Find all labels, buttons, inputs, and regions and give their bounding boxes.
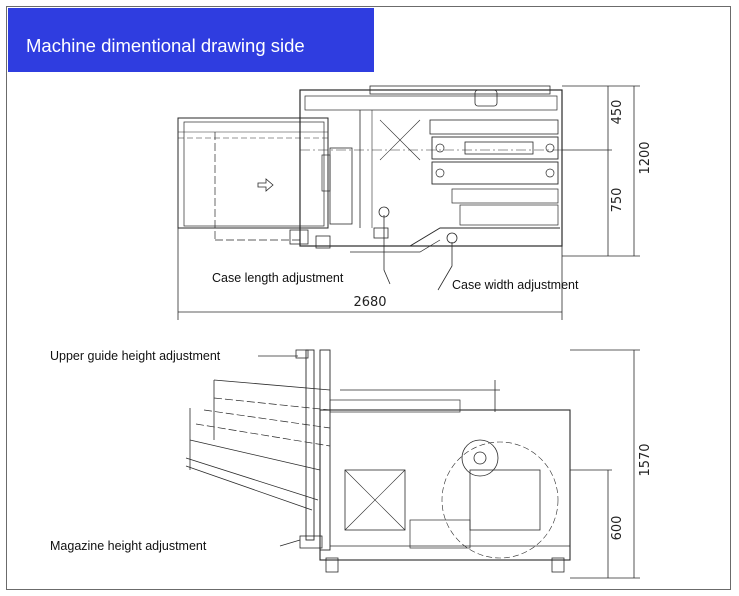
callout-upper-guide: Upper guide height adjustment <box>50 349 221 363</box>
callout-case-width: Case width adjustment <box>452 278 579 292</box>
slide-title: Machine dimentional drawing side <box>8 8 374 72</box>
dim-lower-segment: 750 <box>610 188 625 213</box>
slide-frame <box>6 6 731 590</box>
dim-upper-segment: 450 <box>610 100 625 125</box>
dim-overall-length: 2680 <box>353 295 386 310</box>
dim-top-total-height: 1200 <box>638 141 653 174</box>
callout-magazine: Magazine height adjustment <box>50 539 207 553</box>
side-view-dimension-lines <box>258 349 640 579</box>
side-view-machine <box>185 349 571 573</box>
callout-case-length: Case length adjustment <box>212 271 344 285</box>
dim-side-total-height: 1570 <box>638 443 653 476</box>
dim-side-lower-height: 600 <box>610 516 625 541</box>
top-view-machine <box>177 85 563 253</box>
top-view-dimension-lines <box>177 85 640 320</box>
